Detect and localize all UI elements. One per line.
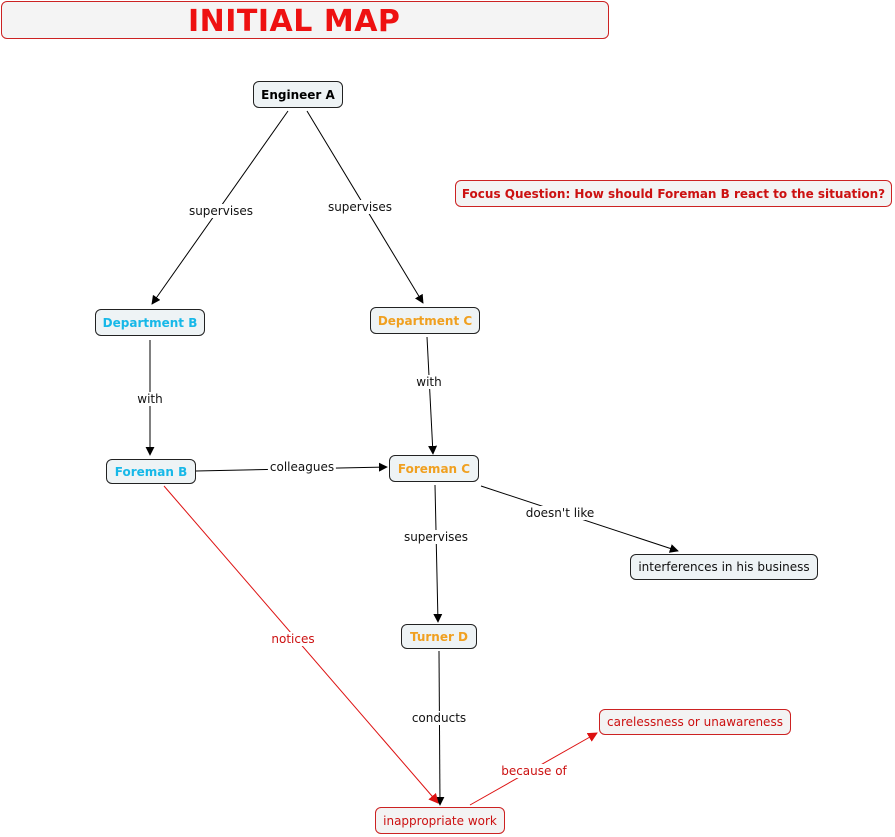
label-doesnt-like: doesn't like (523, 506, 597, 520)
title-box: INITIAL MAP (1, 1, 609, 39)
edge-dept-c-to-foreman-c (426, 336, 438, 455)
label-with-b: with (135, 392, 165, 406)
label-because-of: because of (499, 764, 569, 778)
node-department-b[interactable]: Department B (95, 309, 205, 336)
label-colleagues: colleagues (267, 460, 337, 474)
label-notices: notices (269, 632, 317, 646)
label-supervises-c: supervises (325, 200, 395, 214)
node-carelessness[interactable]: carelessness or unawareness (599, 709, 791, 735)
edge-turner-d-to-work (435, 650, 445, 806)
node-department-c[interactable]: Department C (370, 307, 480, 334)
label-with-c: with (414, 375, 444, 389)
node-engineer-a[interactable]: Engineer A (253, 81, 343, 108)
map-title: INITIAL MAP (188, 4, 401, 39)
label-supervises-d: supervises (401, 530, 471, 544)
node-turner-d[interactable]: Turner D (401, 624, 477, 649)
focus-question: Focus Question: How should Foreman B rea… (455, 180, 892, 207)
node-foreman-b[interactable]: Foreman B (106, 459, 196, 484)
label-supervises-b: supervises (186, 204, 256, 218)
edge-foreman-c-to-turner-d (433, 484, 443, 623)
node-inappropriate-work[interactable]: inappropriate work (375, 807, 505, 834)
node-foreman-c[interactable]: Foreman C (389, 455, 479, 482)
label-conducts: conducts (409, 711, 469, 725)
node-interferences[interactable]: interferences in his business (630, 554, 818, 580)
